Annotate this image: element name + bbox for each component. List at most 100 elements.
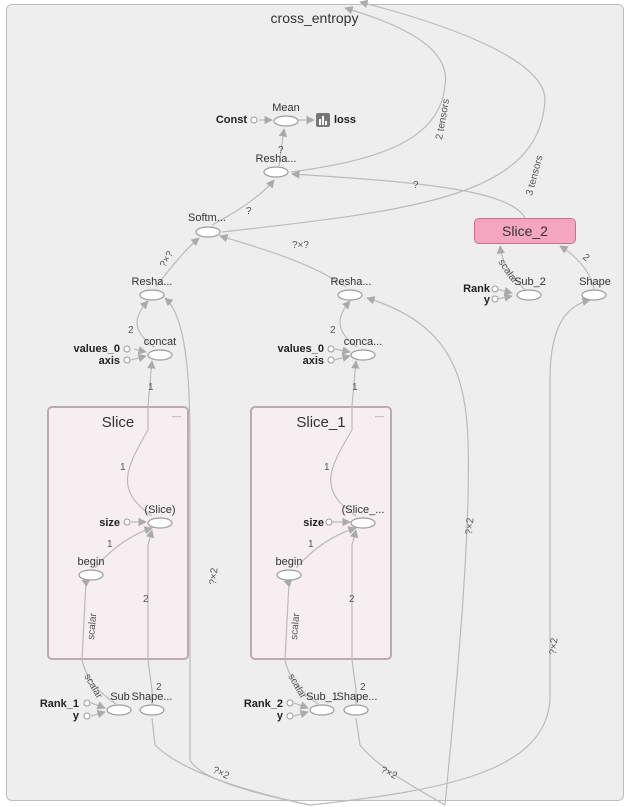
const-node[interactable] [250,116,258,124]
edge-label: scalar [86,612,99,640]
softmax-node[interactable] [195,226,221,238]
edge-label: ?×2 [379,765,399,782]
slice-1-subscope[interactable]: Slice_1 — [250,406,392,660]
edge-label: ? [278,145,284,156]
mean-node[interactable] [273,115,299,127]
edge-label: 2 tensors [434,98,452,140]
edge-label: 1 [324,462,330,473]
edge-labels: 2 tensors 3 tensors ? ? ? ?×? ?×? 2 2 1 … [81,98,591,782]
sub-2-label: Sub_2 [514,276,546,288]
rank-1-node[interactable] [83,699,91,707]
shape-left-node[interactable] [139,704,165,716]
slice-subscope[interactable]: Slice — [47,406,189,660]
begin-left-label: begin [78,556,105,568]
axis-left-node[interactable] [123,356,131,364]
edge-label: ? [413,180,419,191]
shape-mid-node[interactable] [343,704,369,716]
slice-1-subscope-title: Slice_1 [296,414,346,431]
rank-2-node[interactable] [286,699,294,707]
edge-shape-slice2 [559,245,595,290]
cross-entropy-scope[interactable] [6,4,624,801]
slice-1-op-node[interactable] [350,517,376,529]
loss-label: loss [334,114,356,126]
reshape-top-label: Resha... [256,153,297,165]
expand-icon[interactable]: — [375,411,384,421]
axis-mid-label: axis [303,355,324,367]
y-1-node[interactable] [83,712,91,720]
expand-icon[interactable]: — [172,411,181,421]
edge-rank2-sub1 [293,701,309,710]
reshape-mid-label: Resha... [331,276,372,288]
y-2-node[interactable] [286,712,294,720]
edge-label: ?×2 [548,637,560,655]
sub-label: Sub [110,691,130,703]
edge-shape-up [147,659,153,704]
edge-slice1-internal [330,406,357,517]
edge-slice-concat [147,360,156,407]
shape-mid-label: Shape... [337,691,378,703]
edge-label: ?×2 [208,567,220,585]
edge-rank1-sub [90,701,106,710]
edge-values-concat-left [133,346,147,355]
bar-chart-icon[interactable] [316,113,330,127]
edge-label: 1 [148,382,154,393]
nodes: Mean Const loss Resha... Softm... Resha.… [40,102,611,722]
slice-op-node[interactable] [147,517,173,529]
reshape-left-node[interactable] [139,289,165,301]
edge-values-concat-mid [334,346,351,355]
edge-label: 1 [308,539,314,550]
begin-mid-label: begin [276,556,303,568]
softmax-label: Softm... [188,212,226,224]
values-0-left-node[interactable] [123,345,131,353]
concat-mid-label: conca... [344,336,383,348]
values-0-mid-node[interactable] [327,345,335,353]
rank-1-label: Rank_1 [40,698,79,710]
concat-left-node[interactable] [147,349,173,361]
edge-reshape-left-softmax [155,237,200,288]
reshape-left-label: Resha... [132,276,173,288]
shape-left-label: Shape... [132,691,173,703]
edge-softmax-reshape [211,179,275,226]
axis-mid-node[interactable] [327,356,335,364]
values-0-mid-label: values_0 [278,343,324,355]
y-node[interactable] [491,295,499,303]
shape-node[interactable] [581,289,607,301]
edge-label: 2 [360,682,366,693]
edge-label: 2 [143,594,149,605]
reshape-mid-node[interactable] [337,289,363,301]
edge-softmax-out [221,0,546,233]
scope-title: cross_entropy [270,10,359,26]
concat-mid-node[interactable] [350,349,376,361]
size-left-node[interactable] [123,518,131,526]
edge-label: 2 [156,682,162,693]
edge-label: 1 [120,462,126,473]
edge-y-sub2 [496,293,513,302]
sub-node[interactable] [106,704,132,716]
edge-input-shape-right [309,297,591,806]
size-mid-label: size [303,517,324,529]
begin-mid-node[interactable] [276,569,302,581]
rank-2-label: Rank_2 [244,698,283,710]
edge-input-shape-left [151,717,311,806]
edge-label: 2 [330,325,336,336]
reshape-top-node[interactable] [263,166,289,178]
rank-node[interactable] [491,285,499,293]
edge-sub1-up [284,659,319,705]
sub-2-node[interactable] [516,289,542,301]
edge-sub2-slice2 [496,245,526,291]
size-left-label: size [99,517,120,529]
begin-left-node[interactable] [78,569,104,581]
edge-concat-reshape-left [136,300,155,348]
sub-1-node[interactable] [309,704,335,716]
slice-subscope-title: Slice [101,414,135,431]
edge-label: 2 [580,252,592,264]
edge-label: 1 [107,539,113,550]
size-mid-node[interactable] [325,518,333,526]
edge-concat-reshape-mid [339,300,358,348]
edge-slice-internal [126,406,153,517]
edge-slice1-concat [351,360,360,407]
slice-2-node[interactable]: Slice_2 [474,218,576,244]
edge-label: ? [246,206,252,217]
